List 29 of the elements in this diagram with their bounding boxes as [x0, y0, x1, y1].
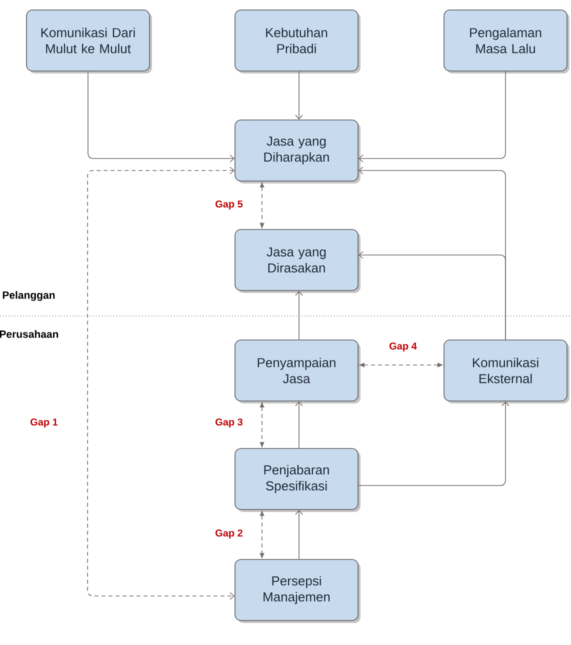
- arrow: [295, 510, 303, 560]
- process-box: Jasa yang Diharapkan: [234, 120, 360, 184]
- dashed-arrow: [87, 166, 235, 600]
- arrow: [295, 290, 303, 340]
- process-box: Komunikasi Dari Mulut ke Mulut: [26, 10, 152, 74]
- zone-label: Perusahaan: [0, 330, 58, 338]
- process-box: Persepsi Manajemen: [234, 559, 360, 623]
- edge-label: Gap 5: [214, 199, 244, 211]
- arrow: [358, 251, 506, 340]
- dashed-arrow: [260, 182, 264, 228]
- process-box: Jasa yang Dirasakan: [234, 229, 360, 293]
- edge-label: Gap 2: [214, 528, 244, 540]
- edge-label: Gap 4: [388, 341, 418, 353]
- arrow: [358, 401, 510, 486]
- arrow: [88, 71, 235, 162]
- arrow: [358, 71, 506, 162]
- process-box: Komunikasi Eksternal: [444, 340, 570, 404]
- edge-label: Gap 1: [29, 417, 59, 429]
- process-box: Penyampaian Jasa: [234, 340, 360, 404]
- dashed-arrow: [260, 402, 264, 447]
- zone-label: Pelanggan: [2, 291, 55, 301]
- arrow: [295, 71, 303, 120]
- dashed-arrow: [260, 511, 264, 558]
- process-box: Pengalaman Masa Lalu: [444, 10, 570, 74]
- dashed-arrow: [360, 362, 442, 368]
- process-box: Kebutuhan Pribadi: [234, 10, 360, 74]
- edge-label: Gap 3: [214, 417, 244, 429]
- arrow: [295, 401, 303, 448]
- process-box: Penjabaran Spesifikasi: [234, 448, 360, 512]
